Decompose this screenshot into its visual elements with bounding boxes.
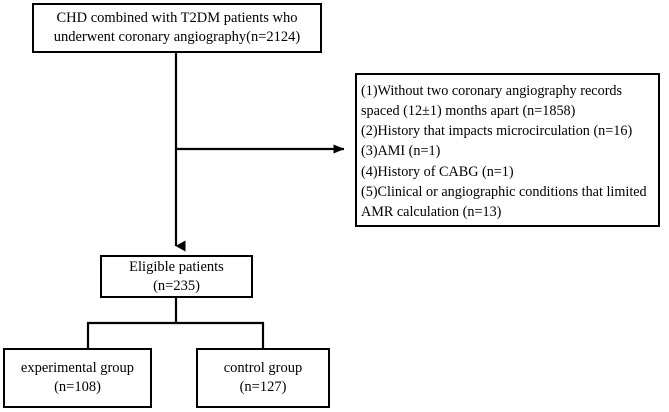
eligible-line-2: (n=235) — [153, 277, 200, 294]
enrollment-line-2: underwent coronary angiography(n=2124) — [53, 29, 301, 45]
exclusion-item-5: (5)Clinical or angiographic conditions t… — [361, 183, 647, 200]
exclusion-item-1-cont: spaced (12±1) months apart (n=1858) — [361, 103, 576, 120]
eligible-line-1: Eligible patients — [129, 258, 224, 275]
enrollment-box: CHD combined with T2DM patients who unde… — [32, 3, 322, 53]
exclusion-item-3: (3)AMI (n=1) — [361, 143, 441, 160]
exclusion-item-5-cont: AMR calculation (n=13) — [361, 203, 502, 220]
experimental-line-1: experimental group — [20, 360, 135, 377]
exclusion-item-2: (2)History that impacts microcirculation… — [361, 123, 633, 140]
experimental-group-box: experimental group (n=108) — [3, 348, 152, 408]
experimental-line-2: (n=108) — [54, 379, 101, 395]
control-line-2: (n=127) — [239, 379, 287, 395]
control-line-1: control group — [223, 360, 303, 377]
eligible-patients-box: Eligible patients (n=235) — [100, 255, 253, 298]
control-group-box: control group (n=127) — [196, 348, 330, 408]
exclusion-item-1: (1)Without two coronary angiography reco… — [361, 83, 623, 99]
exclusion-criteria-box: (1)Without two coronary angiography reco… — [355, 73, 660, 227]
enrollment-line-1: CHD combined with T2DM patients who — [56, 10, 298, 27]
exclusion-item-4: (4)History of CABG (n=1) — [361, 163, 514, 180]
